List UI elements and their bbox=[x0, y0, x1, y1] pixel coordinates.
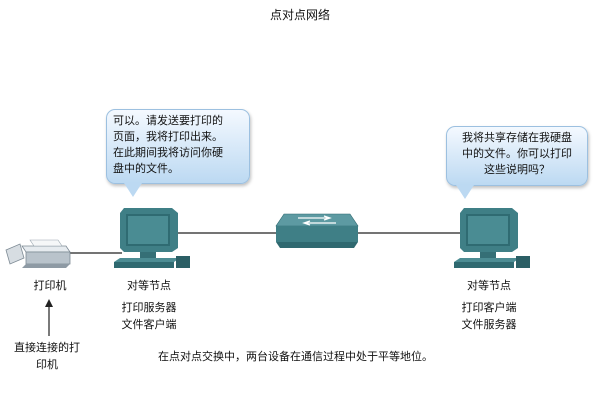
printer-label: 打印机 bbox=[33, 279, 67, 292]
right-peer-speech-bubble: 我将共享存储在我硬盘 中的文件。你可以打印 这些说明吗？ bbox=[446, 126, 588, 186]
left-speech-line: 盘中的文件。 bbox=[113, 162, 179, 175]
right-bubble-tail bbox=[456, 185, 474, 199]
left-speech-line: 在此期间我将访问你硬 bbox=[113, 146, 223, 159]
right-peer-label: 对等节点 bbox=[467, 279, 511, 292]
left-speech-line: 页面，我将打印出来。 bbox=[113, 130, 223, 143]
left-peer-computer-icon bbox=[114, 208, 190, 268]
annotation-arrowhead bbox=[45, 299, 53, 307]
right-peer-role-file-server: 文件服务器 bbox=[461, 318, 517, 331]
diagram-caption: 在点对点交换中，两台设备在通信过程中处于平等地位。 bbox=[158, 350, 433, 363]
left-peer-label: 对等节点 bbox=[127, 279, 171, 292]
right-peer-computer-icon bbox=[454, 208, 530, 268]
left-peer-role-print-server: 打印服务器 bbox=[121, 301, 177, 314]
right-peer-role-print-client: 打印客户端 bbox=[461, 301, 517, 314]
right-speech-line: 我将共享存储在我硬盘 bbox=[462, 131, 572, 144]
left-peer-speech-bubble: 可以。请发送要打印的 页面，我将打印出来。 在此期间我将访问你硬 盘中的文件。 bbox=[106, 109, 250, 184]
diagram-title: 点对点网络 bbox=[269, 8, 330, 22]
right-speech-line: 这些说明吗？ bbox=[484, 163, 550, 176]
switch-icon bbox=[275, 213, 359, 248]
left-bubble-tail bbox=[124, 183, 142, 197]
direct-printer-annotation: 直接连接的打 bbox=[14, 341, 80, 354]
direct-printer-annotation-cont: 印机 bbox=[36, 358, 58, 371]
left-speech-line: 可以。请发送要打印的 bbox=[113, 114, 223, 127]
left-peer-role-file-client: 文件客户端 bbox=[121, 318, 177, 331]
printer-icon bbox=[5, 239, 71, 268]
right-speech-line: 中的文件。你可以打印 bbox=[462, 147, 572, 160]
